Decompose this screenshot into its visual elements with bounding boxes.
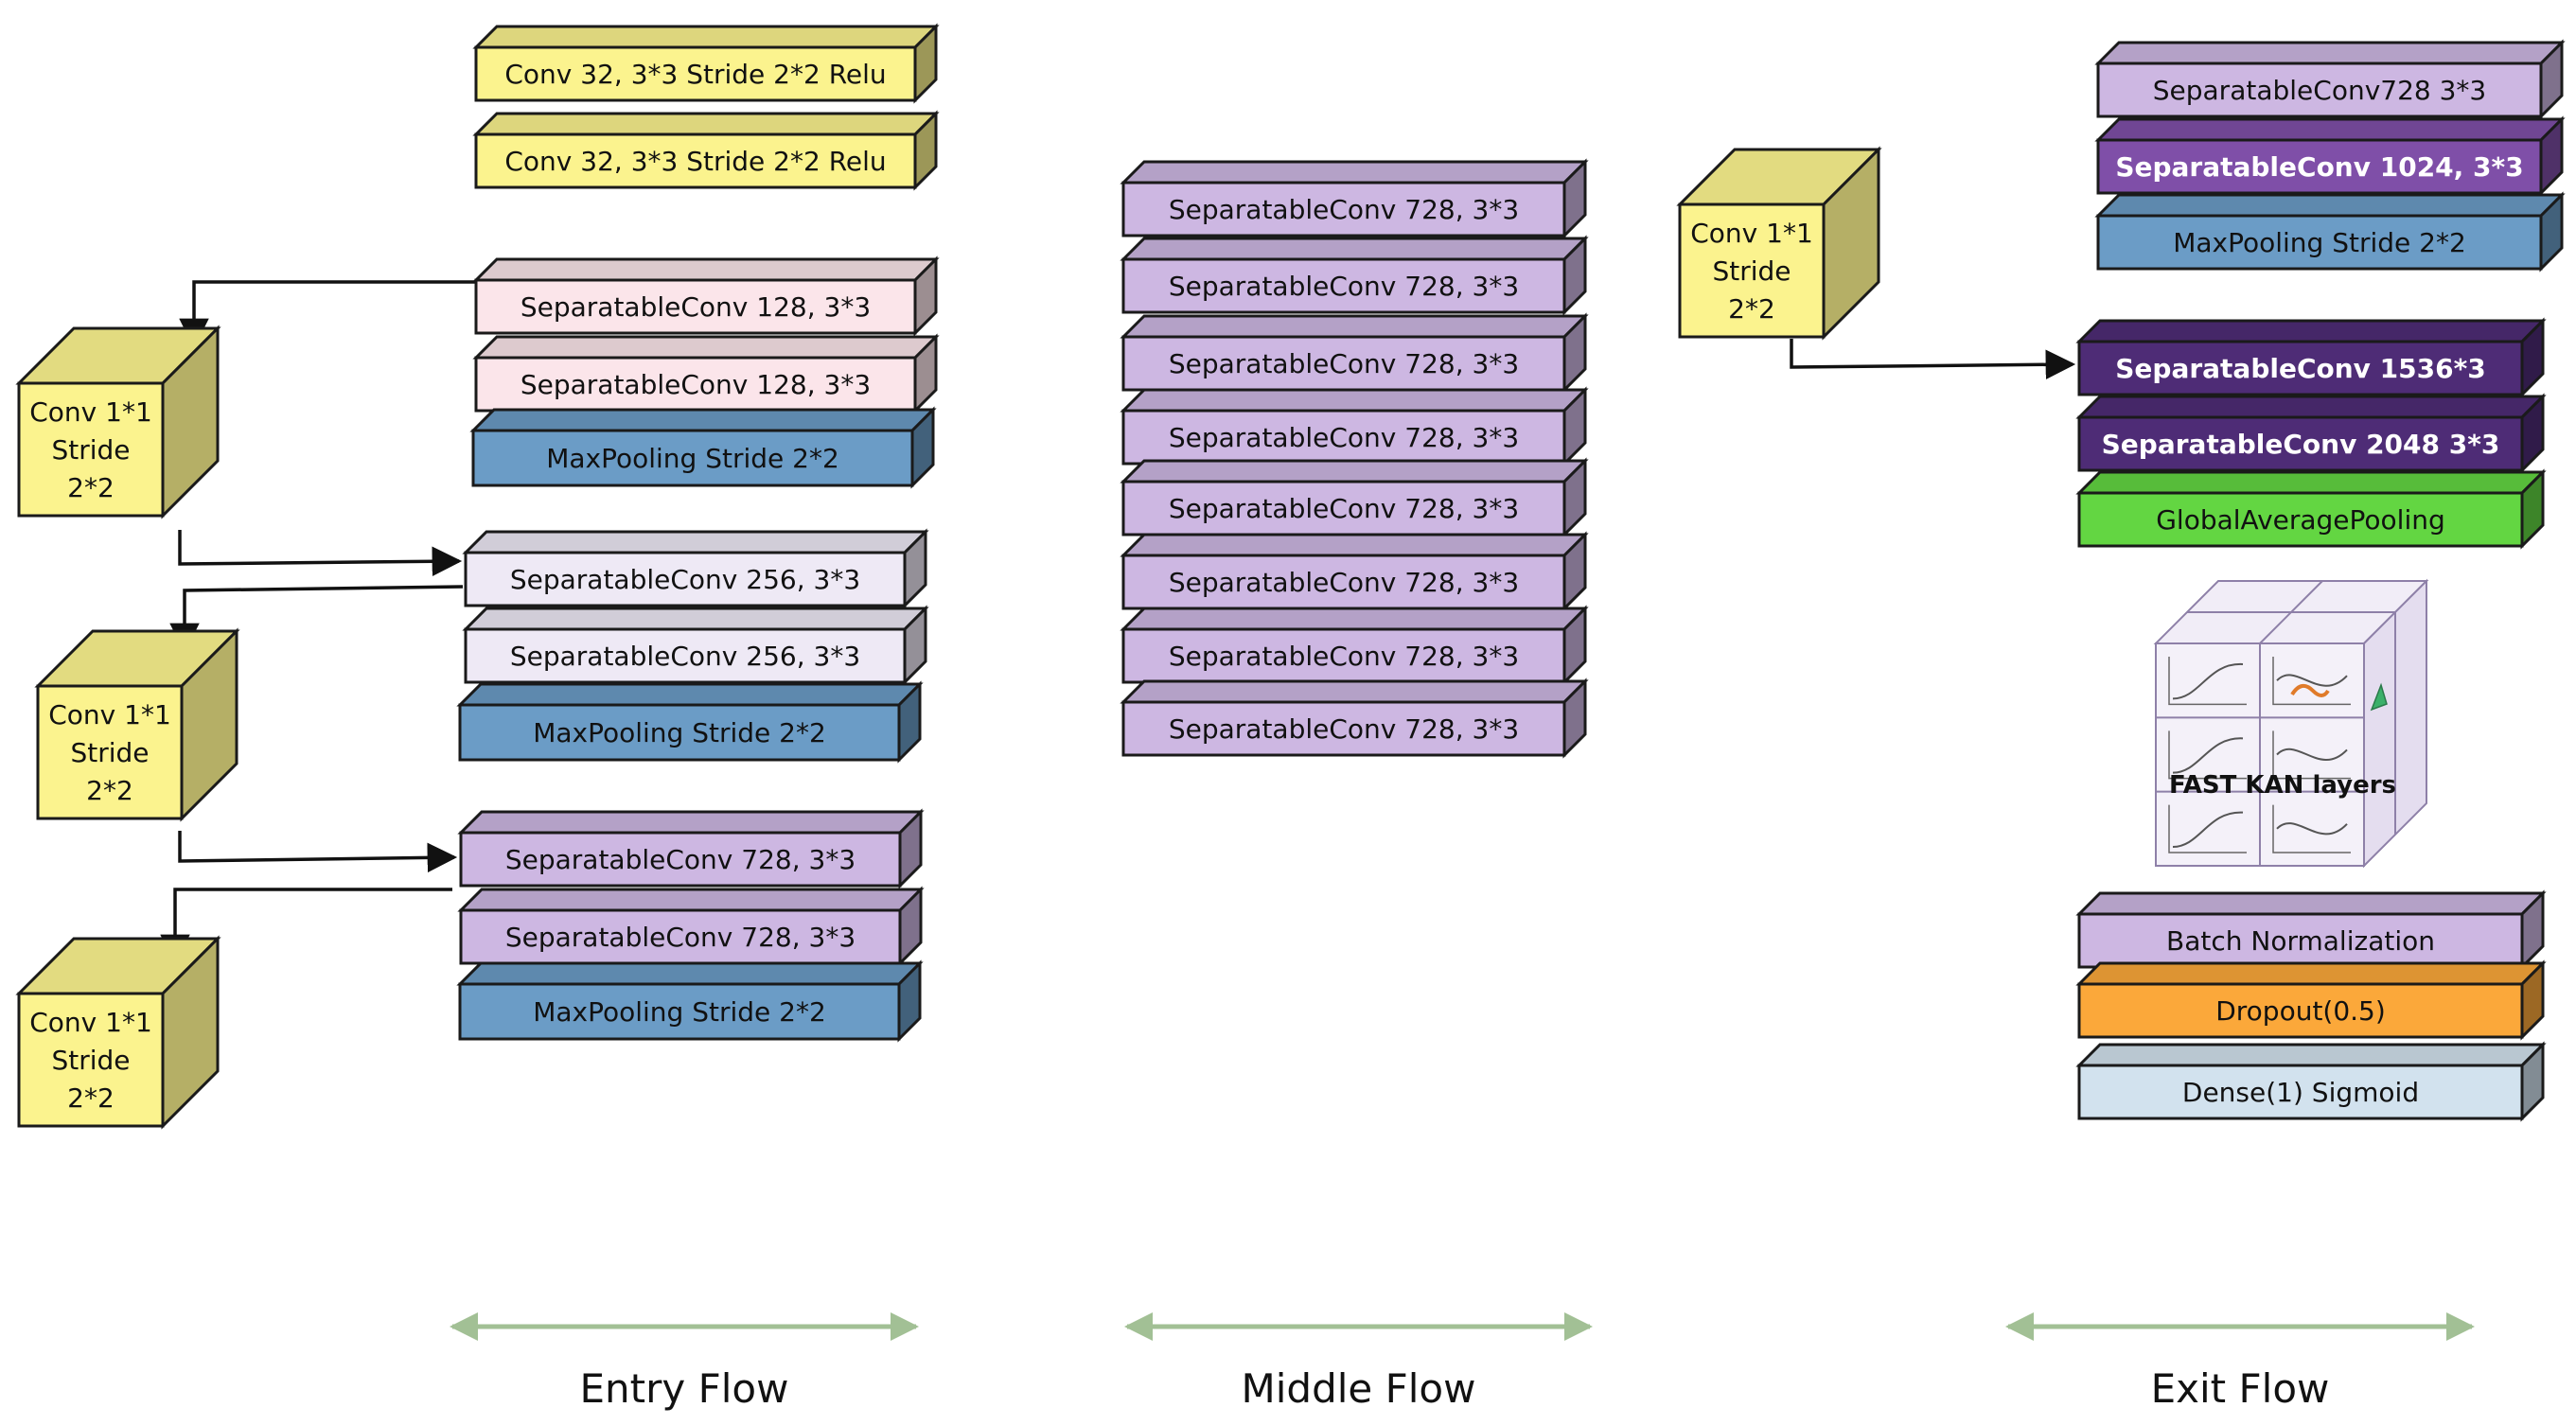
exit-flow-label: Exit Flow (2151, 1365, 2330, 1412)
flow-labels: Entry Flow Middle Flow Exit Flow (450, 1312, 2475, 1412)
kan-spline-curve (2276, 822, 2348, 836)
entry-layer-block: SeparatableConv 128, 3*3 (472, 255, 940, 337)
middle-layer-label: SeparatableConv 728, 3*3 (1169, 493, 1519, 524)
middle-layer-label: SeparatableConv 728, 3*3 (1169, 422, 1519, 453)
exit-layer-label: SeparatableConv 1024, 3*3 (2115, 151, 2523, 183)
exit-layer-label: SeparatableConv728 3*3 (2153, 75, 2487, 106)
middle-layer-block: SeparatableConv 728, 3*3 (1120, 386, 1589, 467)
skip-connection-arrow (1790, 339, 2076, 380)
entry-layer-label: SeparatableConv 256, 3*3 (510, 564, 860, 595)
middle-layer-block: SeparatableConv 728, 3*3 (1120, 531, 1589, 612)
entry-layer-label: Conv 32, 3*3 Stride 2*2 Relu (504, 59, 886, 90)
kan-label: FAST KAN layers (2169, 771, 2396, 800)
middle-layer-label: SeparatableConv 728, 3*3 (1169, 348, 1519, 379)
kan-spline-curve (2276, 674, 2348, 687)
exit-layer-label: GlobalAveragePooling (2156, 504, 2445, 536)
entry-layer-block: Conv 32, 3*3 Stride 2*2 Relu (472, 110, 940, 191)
middle-layer-block: SeparatableConv 728, 3*3 (1120, 677, 1589, 759)
cube-label-line: 2*2 (86, 775, 133, 806)
entry-layer-block: MaxPooling Stride 2*2 (469, 406, 937, 489)
exit-layer-label: SeparatableConv 2048 3*3 (2102, 429, 2500, 460)
middle-layer-block: SeparatableConv 728, 3*3 (1120, 605, 1589, 686)
middle-layer-block: SeparatableConv 728, 3*3 (1120, 235, 1589, 316)
entry-layer-label: SeparatableConv 728, 3*3 (505, 844, 856, 875)
exit-layer-block: GlobalAveragePooling (2075, 468, 2547, 550)
cube-label-line: Stride (1712, 255, 1791, 287)
cube-label-line: Stride (70, 737, 149, 768)
cube-label-line: Conv 1*1 (1690, 218, 1813, 249)
middle-layer-block: SeparatableConv 728, 3*3 (1120, 457, 1589, 538)
skip-connections (160, 280, 2076, 965)
exit-layer-label: Batch Normalization (2166, 925, 2435, 957)
skip-connection-arrow (178, 831, 458, 873)
middle-layer-label: SeparatableConv 728, 3*3 (1169, 271, 1519, 302)
middle-flow-label: Middle Flow (1242, 1365, 1476, 1412)
kan-spline-curve (2172, 811, 2244, 848)
cube-label-line: Stride (51, 1045, 130, 1076)
kan-spline-curve (2276, 748, 2348, 762)
exit-layer-label: SeparatableConv 1536*3 (2115, 353, 2485, 384)
cube-label-line: Stride (51, 434, 130, 466)
middle-layer-block: SeparatableConv 728, 3*3 (1120, 312, 1589, 394)
kan-spline-curve (2172, 662, 2244, 700)
exit-layer-label: Dropout(0.5) (2215, 995, 2386, 1027)
entry-layer-label: SeparatableConv 256, 3*3 (510, 641, 860, 672)
exit-layer-block: MaxPooling Stride 2*2 (2094, 191, 2566, 273)
entry-layer-block: SeparatableConv 728, 3*3 (457, 808, 925, 889)
exit-layer-block: Batch Normalization (2075, 889, 2547, 971)
cube-label-line: Conv 1*1 (48, 699, 171, 730)
exit-layer-label: MaxPooling Stride 2*2 (2173, 227, 2466, 258)
exit-layer-block: Dense(1) Sigmoid (2075, 1041, 2547, 1122)
middle-layer-label: SeparatableConv 728, 3*3 (1169, 194, 1519, 225)
entry-layer-block: MaxPooling Stride 2*2 (456, 680, 924, 764)
exit-layer-block: Dropout(0.5) (2075, 959, 2547, 1041)
exit-layer-block: SeparatableConv 1536*3 (2075, 317, 2547, 398)
entry-layer-block: Conv 32, 3*3 Stride 2*2 Relu (472, 23, 940, 104)
exit-layer-block: SeparatableConv 2048 3*3 (2075, 393, 2547, 474)
exit-layer-block: SeparatableConv728 3*3 (2094, 39, 2566, 120)
middle-layer-label: SeparatableConv 728, 3*3 (1169, 567, 1519, 598)
entry-layer-block: MaxPooling Stride 2*2 (456, 959, 924, 1043)
entry-flow-label: Entry Flow (580, 1365, 789, 1412)
entry-layer-block: SeparatableConv 256, 3*3 (462, 528, 929, 609)
skip-connection-arrow (179, 280, 476, 349)
cube-label-line: Conv 1*1 (29, 1007, 152, 1038)
entry-layer-label: SeparatableConv 128, 3*3 (520, 369, 871, 400)
cube-label-line: Conv 1*1 (29, 396, 152, 428)
entry-layer-block: SeparatableConv 256, 3*3 (462, 605, 929, 686)
fast-kan-layers-cube: FAST KAN layers (2153, 578, 2429, 869)
entry-layer-label: MaxPooling Stride 2*2 (546, 443, 839, 474)
kan-spline-curve (2172, 737, 2244, 774)
cube-label-line: 2*2 (1728, 293, 1775, 325)
entry-layer-block: SeparatableConv 128, 3*3 (472, 333, 940, 414)
entry-layer-block: SeparatableConv 728, 3*3 (457, 886, 925, 967)
entry-layer-label: Conv 32, 3*3 Stride 2*2 Relu (504, 146, 886, 177)
entry-layer-label: MaxPooling Stride 2*2 (533, 717, 826, 748)
exit-layer-block: SeparatableConv 1024, 3*3 (2094, 115, 2566, 197)
skip-connection-arrow (178, 530, 463, 577)
entry-layer-label: MaxPooling Stride 2*2 (533, 996, 826, 1028)
middle-layer-label: SeparatableConv 728, 3*3 (1169, 713, 1519, 745)
middle-layer-label: SeparatableConv 728, 3*3 (1169, 641, 1519, 672)
cube-label-line: 2*2 (67, 472, 115, 503)
exit-layer-label: Dense(1) Sigmoid (2182, 1077, 2419, 1108)
middle-layer-block: SeparatableConv 728, 3*3 (1120, 158, 1589, 239)
cube-label-line: 2*2 (67, 1082, 115, 1114)
entry-layer-label: SeparatableConv 728, 3*3 (505, 922, 856, 953)
entry-layer-label: SeparatableConv 128, 3*3 (520, 291, 871, 323)
